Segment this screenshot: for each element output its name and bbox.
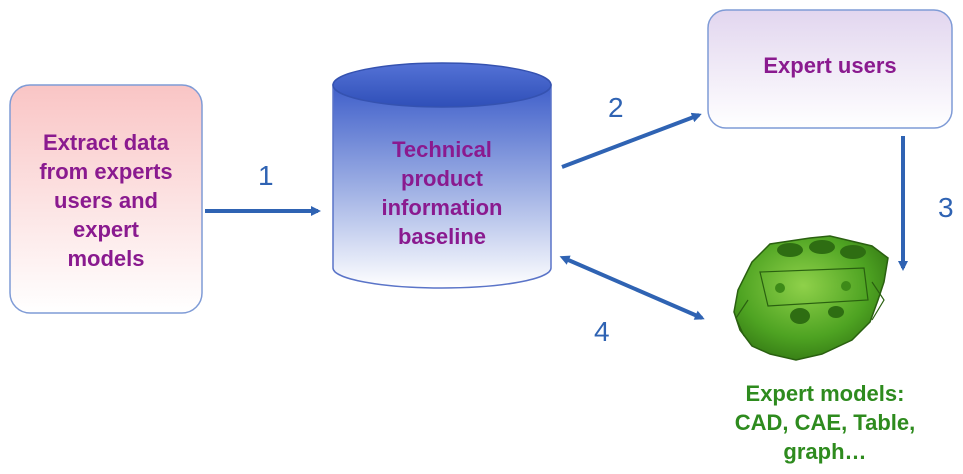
arrow-2 [561, 112, 702, 169]
expert-users-box [707, 9, 953, 129]
baseline-cylinder [332, 62, 552, 289]
edge-label-4: 4 [594, 316, 610, 347]
baseline-label: Technical product information baseline [381, 137, 503, 249]
extract-label: Extract data from experts users and expe… [39, 129, 173, 271]
expert-users-label: Expert users [763, 52, 897, 78]
engine-block-icon [733, 235, 889, 361]
extract-box [9, 84, 203, 314]
edge-label-2: 2 [608, 92, 624, 123]
expert-models-label: Expert models: CAD, CAE, Table, graph… [734, 380, 916, 464]
edge-label-1: 1 [258, 160, 274, 191]
arrow-4 [559, 255, 705, 320]
edge-label-3: 3 [938, 192, 954, 223]
